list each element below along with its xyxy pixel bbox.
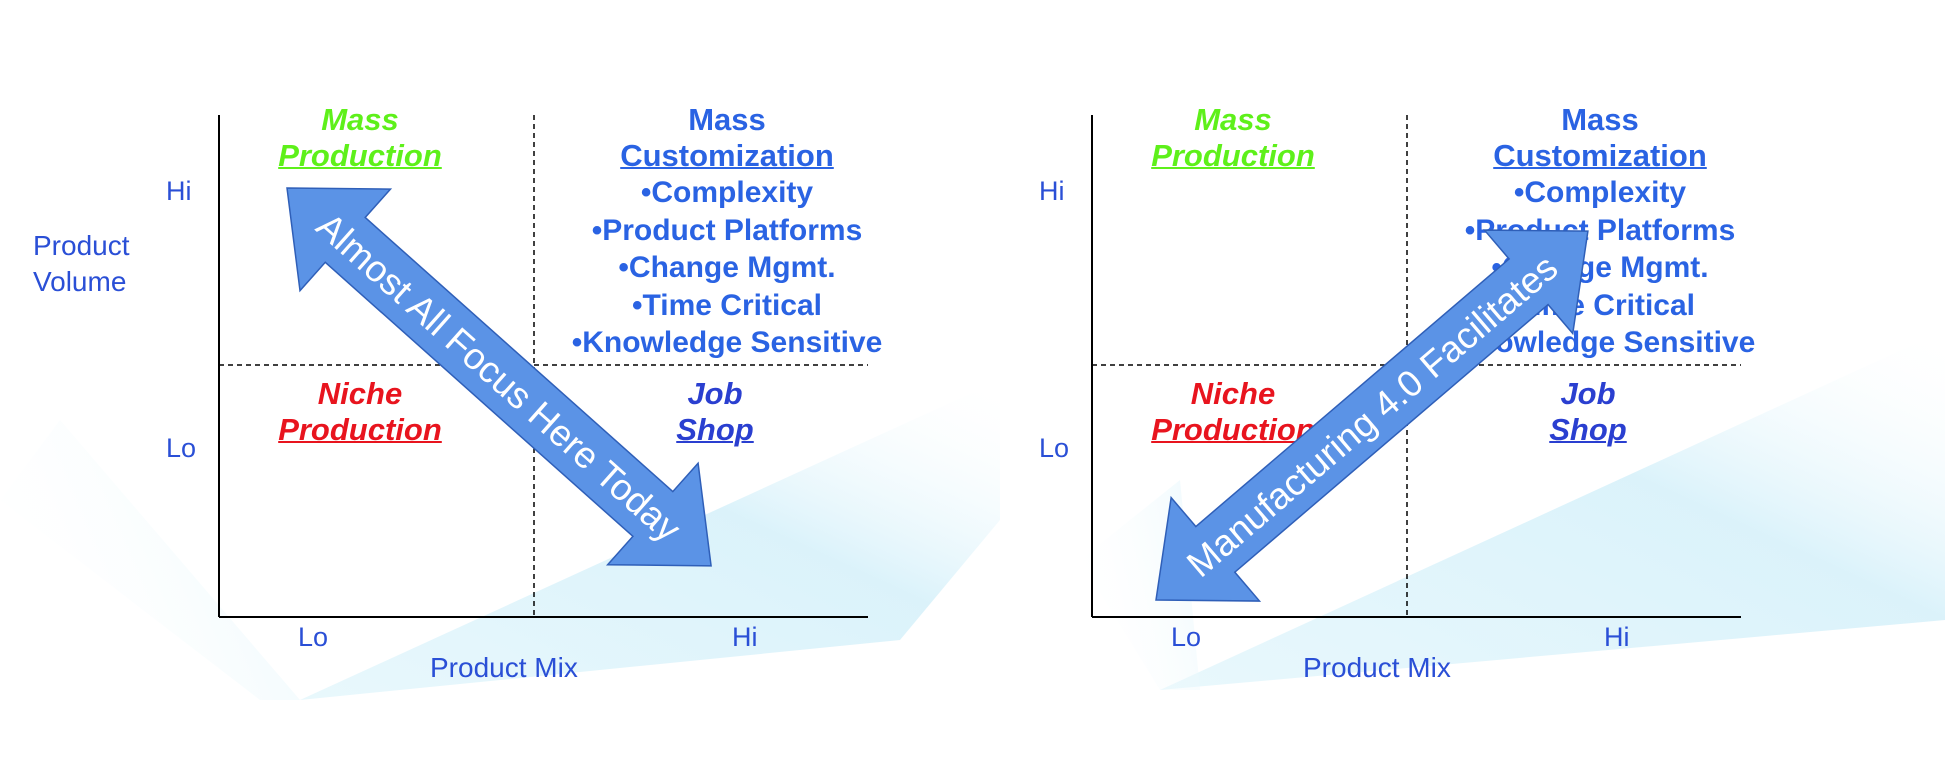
y-axis-label-line1: Product — [33, 230, 130, 261]
right-x-tick-lo: Lo — [1171, 622, 1202, 652]
quadrant-title-line1: Job — [687, 376, 743, 411]
left-x-tick-hi: Hi — [732, 622, 758, 652]
mass-customization-bullet-list: •Complexity •Product Platforms •Change M… — [527, 174, 927, 362]
quadrant-title-line2: Production — [278, 412, 442, 447]
right-y-tick-lo: Lo — [1039, 433, 1070, 463]
quadrant-title-line2: Production — [1151, 138, 1315, 173]
quadrant-title-line1: Job — [1560, 376, 1616, 411]
right-x-tick-hi: Hi — [1604, 622, 1630, 652]
bullet-item: •Complexity — [1513, 176, 1687, 209]
left-quadrant-mass-production: Mass Production — [240, 102, 480, 174]
quadrant-title-line2: Shop — [676, 412, 754, 447]
glow-wedge-right — [1160, 330, 1945, 690]
quadrant-title-line1: Mass — [1561, 102, 1639, 137]
quadrant-title-line1: Niche — [1190, 376, 1276, 411]
quadrant-title-line2: Production — [1151, 412, 1315, 447]
quadrant-title-line1: Mass — [1194, 102, 1272, 137]
left-quadrant-job-shop: Job Shop — [635, 376, 795, 448]
left-x-tick-lo: Lo — [298, 622, 329, 652]
bullet-item: •Complexity — [640, 176, 814, 209]
bullet-item: •Change Mgmt. — [618, 251, 836, 284]
bullet-item: •Knowledge Sensitive — [571, 326, 883, 359]
bullet-item: •Product Platforms — [591, 213, 863, 247]
quadrant-title-line1: Mass — [688, 102, 766, 137]
right-y-tick-hi: Hi — [1039, 176, 1065, 206]
quadrant-title-line2-text: Customization — [1493, 138, 1707, 173]
right-quadrant-mass-production: Mass Production — [1113, 102, 1353, 174]
quadrant-title-line2: Customization — [1400, 138, 1800, 174]
quadrant-title-line2: Shop — [1549, 412, 1627, 447]
left-y-tick-lo: Lo — [166, 433, 197, 463]
right-x-axis-label: Product Mix — [1303, 652, 1451, 683]
left-quadrant-mass-customization: Mass Customization •Complexity •Product … — [527, 102, 927, 362]
right-quadrant-job-shop: Job Shop — [1508, 376, 1668, 448]
quadrant-title-line1: Niche — [317, 376, 403, 411]
glow-wedge-left-fade — [0, 420, 300, 700]
right-quadrant-mass-customization: Mass Customization •Complexity •Product … — [1400, 102, 1800, 362]
left-quadrant-niche-production: Niche Production — [240, 376, 480, 448]
quadrant-title-line2: Customization — [527, 138, 927, 174]
right-arrow-label: Manufacturing 4.0 Facilitates — [1179, 247, 1565, 585]
quadrant-title-line2: Production — [278, 138, 442, 173]
right-arrow-shape — [1155, 229, 1589, 602]
left-x-axis-label: Product Mix — [430, 652, 578, 683]
left-y-tick-hi: Hi — [166, 176, 192, 206]
left-y-axis-label: Product Volume — [33, 228, 130, 300]
left-arrow-shape — [286, 187, 712, 567]
bullet-item: •Time Critical — [631, 288, 823, 322]
quadrant-title-line2-text: Customization — [620, 138, 834, 173]
y-axis-label-line2: Volume — [33, 266, 127, 297]
right-quadrant-niche-production: Niche Production — [1113, 376, 1353, 448]
quadrant-title-line1: Mass — [321, 102, 399, 137]
